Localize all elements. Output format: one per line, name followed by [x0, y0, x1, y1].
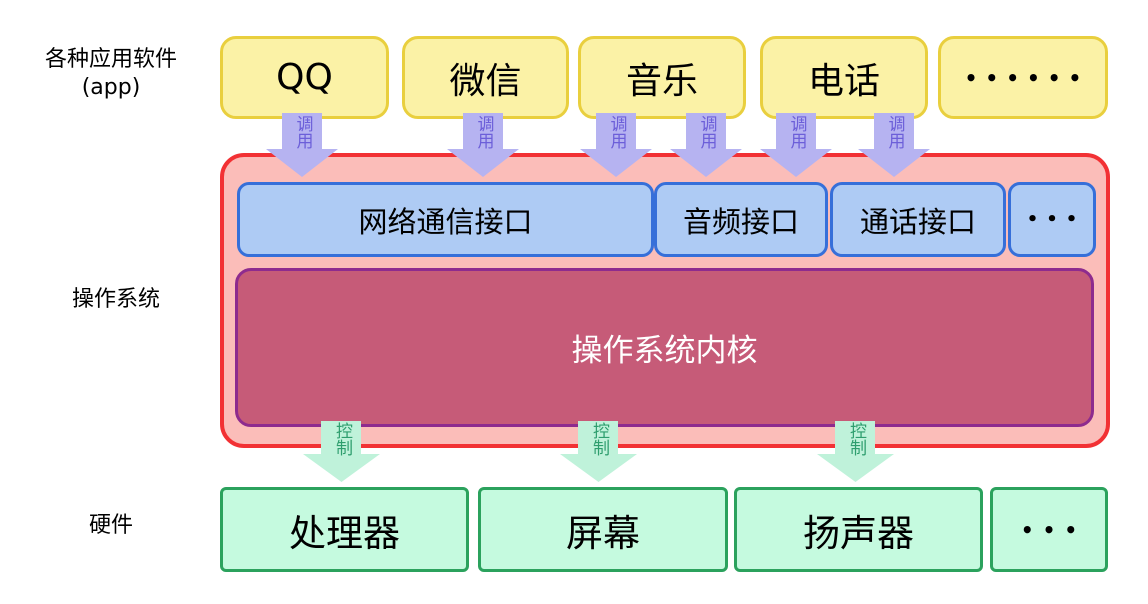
interface-box-network-label: 网络通信接口 [358, 204, 533, 239]
app-box-music-label: 音乐 [625, 60, 698, 102]
kernel-box: 操作系统内核 [235, 268, 1094, 427]
app-box-qq-label: QQ [276, 57, 333, 98]
app-box-phone-label: 电话 [807, 60, 880, 102]
call-arrow-label-2: 调用 [473, 115, 494, 149]
control-arrow-label-1: 控制 [332, 422, 352, 456]
interface-box-audio-label: 音频接口 [682, 204, 799, 239]
hw-box-speaker: 扬声器 [734, 487, 983, 572]
hw-box-cpu-label: 处理器 [289, 511, 400, 555]
row-label-apps-line1: 各种应用软件 [44, 47, 177, 72]
kernel-box-label: 操作系统内核 [571, 333, 758, 369]
app-box-music: 音乐 [578, 36, 746, 119]
call-arrow-label-4: 调用 [696, 115, 717, 149]
hw-box-screen: 屏幕 [478, 487, 728, 572]
hw-box-ellipsis: ••• [990, 487, 1108, 572]
call-arrow-label-3: 调用 [606, 115, 627, 149]
hw-box-ellipsis-label: ••• [1020, 517, 1087, 542]
interface-box-telephony: 通话接口 [830, 182, 1006, 257]
app-box-wechat: 微信 [402, 36, 569, 119]
app-box-phone: 电话 [760, 36, 928, 119]
row-label-hardware: 硬件 [88, 513, 133, 538]
row-label-apps-line2: (app) [81, 75, 141, 100]
control-arrow-label-3: 控制 [846, 422, 866, 456]
hw-box-cpu: 处理器 [220, 487, 469, 572]
row-label-apps: 各种应用软件 (app) [18, 46, 204, 102]
interface-box-network: 网络通信接口 [237, 182, 654, 257]
interface-box-ellipsis: ••• [1008, 182, 1096, 257]
app-box-ellipsis-label: •••••• [964, 65, 1090, 90]
hw-box-speaker-label: 扬声器 [803, 511, 914, 555]
control-arrow-label-2: 控制 [589, 422, 609, 456]
interface-box-telephony-label: 通话接口 [859, 204, 976, 239]
app-box-ellipsis: •••••• [938, 36, 1108, 119]
interface-box-audio: 音频接口 [654, 182, 828, 257]
call-arrow-label-6: 调用 [884, 115, 905, 149]
app-box-wechat-label: 微信 [449, 60, 522, 102]
app-box-qq: QQ [220, 36, 389, 119]
call-arrow-label-5: 调用 [786, 115, 807, 149]
hw-box-screen-label: 屏幕 [566, 511, 640, 555]
call-arrow-label-1: 调用 [292, 115, 313, 149]
row-label-os: 操作系统 [71, 287, 160, 312]
interface-box-ellipsis-label: ••• [1026, 209, 1086, 230]
